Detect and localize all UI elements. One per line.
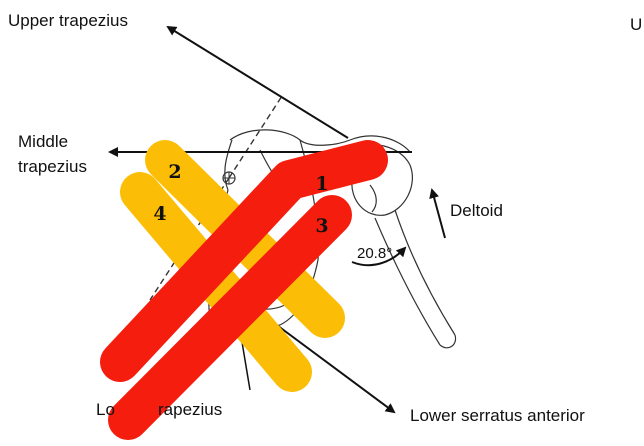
bar-number-1: 1	[315, 173, 328, 195]
red-bar-3	[108, 195, 352, 440]
upper-trapezius-label: Upper trapezius	[8, 11, 128, 30]
lower-serratus-anterior-arrow	[269, 319, 396, 414]
angle-arc	[351, 246, 407, 267]
deltoid-label: Deltoid	[450, 201, 503, 220]
deltoid-arrow	[429, 188, 446, 239]
bar-number-4: 4	[153, 203, 166, 225]
lower-trapezius-label-right: rapezius	[158, 400, 222, 419]
bar-number-2: 2	[168, 161, 181, 183]
dashed-reference-line	[228, 95, 283, 179]
red-bar-1	[100, 140, 388, 382]
upper-trapezius-arrow	[166, 25, 349, 139]
humerus-sketch	[351, 143, 457, 349]
angle-label: 20.8°	[357, 245, 392, 262]
cropped-label-top-right: U	[630, 15, 642, 34]
middle-trapezius-label-line1: Middle	[18, 132, 68, 151]
bar-number-3: 3	[315, 215, 328, 237]
middle-trapezius-label-line2: trapezius	[18, 157, 87, 176]
lower-trapezius-label-left: Lo	[96, 400, 115, 419]
lower-serratus-anterior-label: Lower serratus anterior	[410, 406, 585, 425]
